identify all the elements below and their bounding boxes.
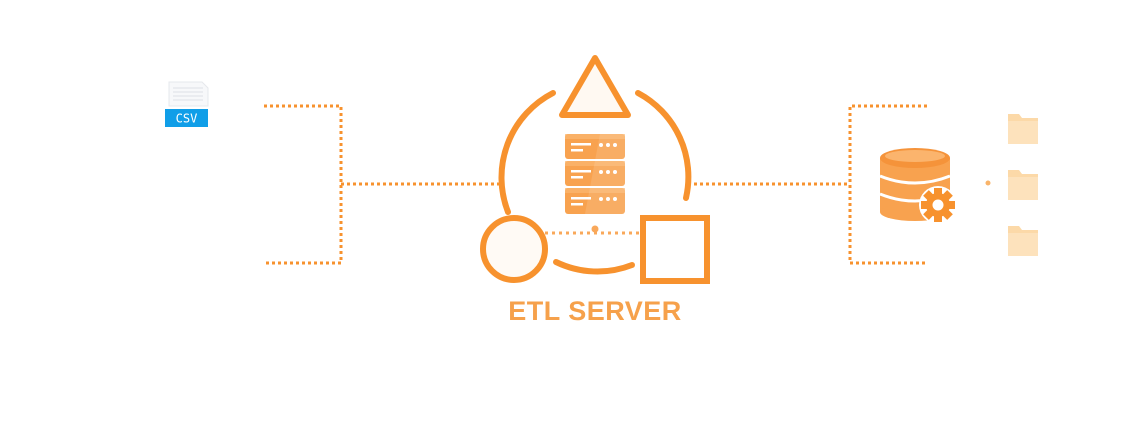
square-shape (640, 215, 710, 284)
triangle-shape (559, 55, 631, 118)
inner-link (545, 225, 642, 235)
csv-file: CSV (165, 81, 209, 127)
csv-badge (165, 109, 208, 127)
connector-dot (985, 180, 991, 186)
document-icon (168, 81, 209, 107)
csv-badge-label: CSV (176, 112, 198, 126)
cycle-ring (498, 90, 692, 275)
server-title: ETL SERVER (508, 296, 682, 326)
left-bracket (264, 104, 500, 265)
circle-shape (480, 215, 548, 283)
folder-icon (1008, 114, 1038, 144)
folder-icon (1008, 226, 1038, 256)
etl-server-cluster: ETL SERVER (480, 55, 710, 326)
output-folders (1008, 114, 1038, 256)
server-rack-icon (565, 134, 625, 214)
folder-icon (1008, 170, 1038, 200)
right-bracket (694, 104, 927, 265)
database-gear-icon (879, 148, 957, 224)
